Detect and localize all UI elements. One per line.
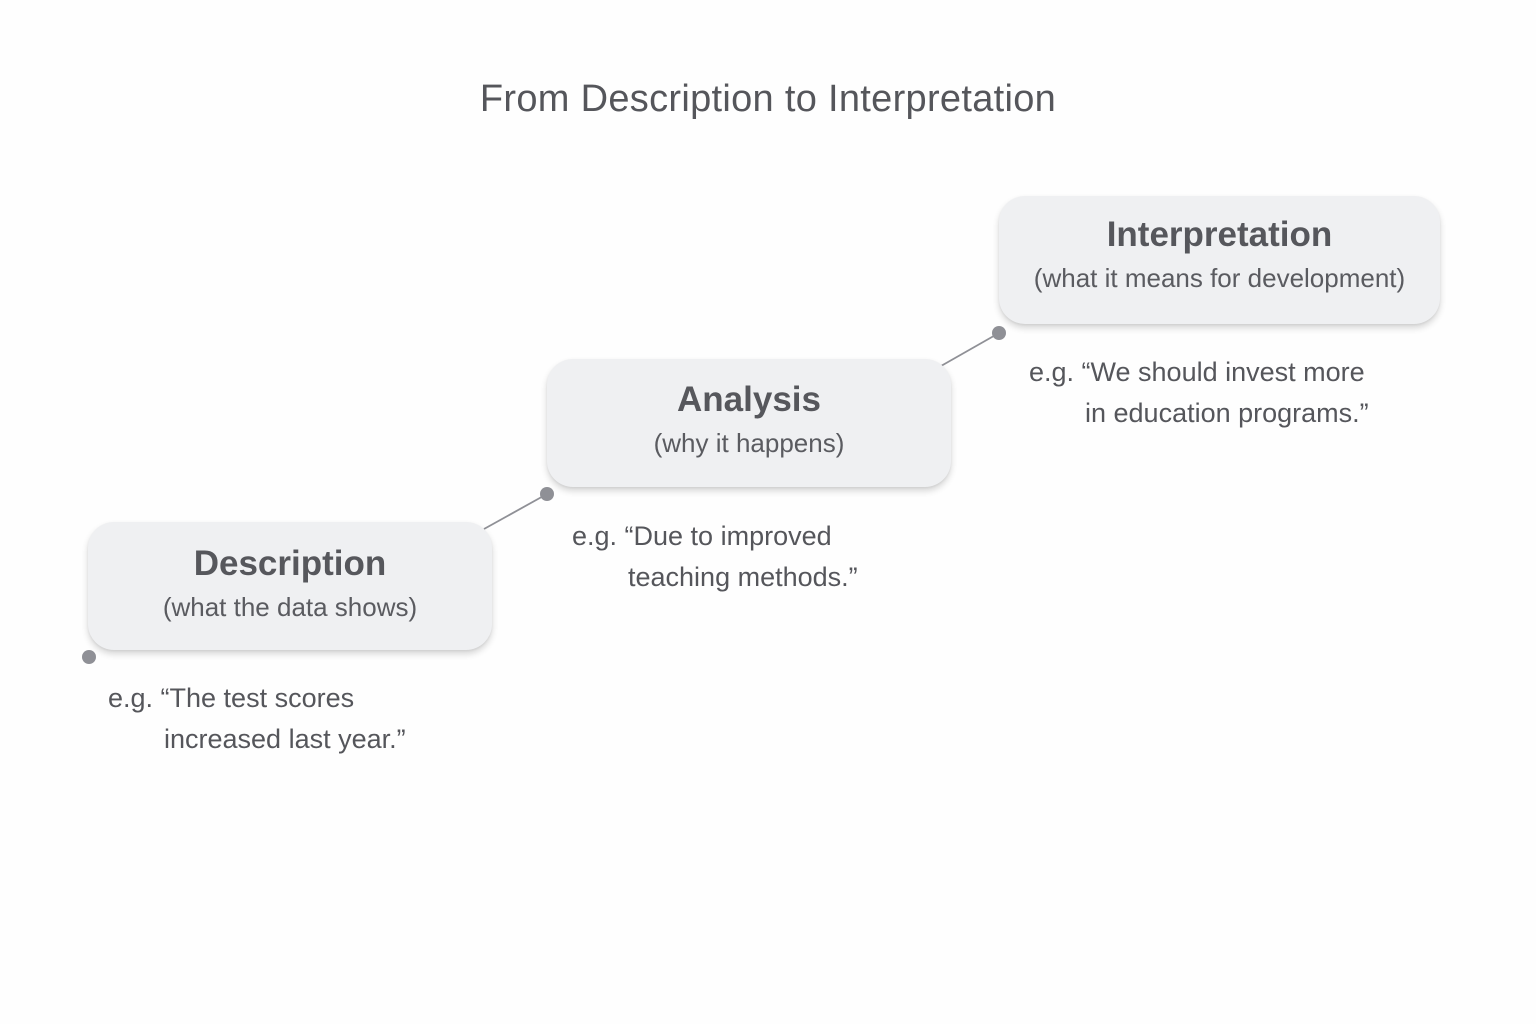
example-analysis: e.g. “Due to improved teaching methods.” (572, 516, 858, 598)
stage-subtitle: (what it means for development) (1033, 263, 1406, 293)
stage-description-box: Description (what the data shows) (88, 522, 492, 650)
connector-dot-analysis (540, 487, 554, 501)
connector-dot-description (82, 650, 96, 664)
connector-line-interpretation (940, 332, 1000, 367)
stage-title: Analysis (677, 380, 821, 419)
example-interpretation: e.g. “We should invest more in education… (1029, 352, 1369, 434)
connector-line-analysis (483, 493, 548, 530)
stage-title: Interpretation (1106, 215, 1333, 254)
example-line: increased last year.” (164, 724, 406, 754)
diagram-title: From Description to Interpretation (479, 78, 1057, 120)
example-line: e.g. “The test scores (108, 683, 355, 713)
example-description: e.g. “The test scores increased last yea… (108, 678, 406, 760)
stage-subtitle: (why it happens) (653, 428, 845, 458)
example-line: in education programs.” (1085, 398, 1369, 428)
stage-subtitle: (what the data shows) (162, 592, 418, 622)
example-line: teaching methods.” (628, 562, 858, 592)
example-line: e.g. “We should invest more (1029, 357, 1365, 387)
example-line: e.g. “Due to improved (572, 521, 832, 551)
stage-title: Description (193, 544, 387, 583)
stage-analysis-box: Analysis (why it happens) (547, 359, 951, 487)
connector-dot-interpretation (992, 326, 1006, 340)
stage-interpretation-box: Interpretation (what it means for develo… (999, 196, 1440, 324)
